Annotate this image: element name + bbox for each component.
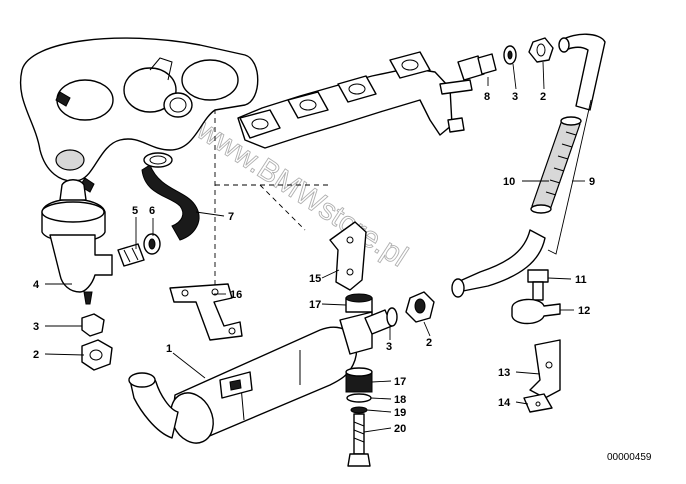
manifold-flange-4	[389, 51, 431, 79]
clamp-6	[143, 233, 161, 255]
bracket-13	[529, 339, 561, 399]
callout-9: 9	[589, 176, 595, 188]
callout-10: 10	[503, 176, 515, 188]
callout-8: 8	[484, 91, 490, 103]
exhaust-manifold	[237, 51, 473, 149]
rubber-mount-17-upper	[345, 293, 373, 313]
leader-lines	[44, 61, 592, 433]
pipe-stub-3-center	[364, 307, 398, 335]
bracket-15	[329, 221, 367, 291]
callout-14: 14	[498, 397, 511, 409]
manifold-flange-1	[239, 109, 281, 139]
callout-16: 16	[230, 289, 242, 301]
diagram-id: 00000459	[607, 452, 652, 463]
washer-18	[346, 393, 372, 403]
air-pipe-fitting-8	[457, 53, 497, 81]
clamp-12	[511, 298, 561, 325]
manifold-flange-3	[337, 75, 377, 103]
callout-4: 4	[33, 279, 40, 291]
muffler-1	[128, 311, 373, 444]
air-pipe-9	[451, 33, 606, 298]
pipe-connector-5	[117, 243, 145, 267]
callout-20: 20	[394, 423, 406, 435]
hose-7	[141, 152, 200, 241]
callout-18: 18	[394, 394, 406, 406]
bolt-11	[527, 269, 549, 301]
callout-11: 11	[575, 274, 587, 286]
callout-labels: 1 2 3 4 5 6 7 8 3 2 9 10 15 16 17 3 2 17…	[33, 91, 595, 435]
callout-12: 12	[578, 305, 590, 317]
callout-13: 13	[498, 367, 510, 379]
callout-3-center: 3	[386, 341, 392, 353]
callout-3-left: 3	[33, 321, 39, 333]
callout-17-upper: 17	[309, 299, 321, 311]
callout-15: 15	[309, 273, 321, 285]
nut-2-center	[405, 291, 435, 323]
callout-3-top: 3	[512, 91, 518, 103]
hose-10	[530, 116, 582, 214]
gasket-3-top	[503, 45, 517, 65]
bracket-16	[169, 283, 243, 341]
callout-2-center: 2	[426, 337, 432, 349]
manifold-flange-2	[287, 91, 329, 119]
check-valve-4	[41, 179, 113, 305]
clip-nut-14	[523, 393, 553, 413]
callout-5: 5	[132, 205, 138, 217]
lock-washer-19	[350, 406, 368, 414]
bolt-20	[347, 413, 371, 467]
callout-17-lower: 17	[394, 376, 406, 388]
cylinder-head	[19, 37, 259, 193]
nut-2-top	[528, 37, 554, 63]
callout-2-left: 2	[33, 349, 39, 361]
callout-2-top: 2	[540, 91, 546, 103]
callout-7: 7	[228, 211, 234, 223]
gasket-3-left	[81, 313, 105, 337]
rubber-mount-17-lower	[345, 367, 373, 393]
callout-1: 1	[166, 343, 172, 355]
callout-6: 6	[149, 205, 155, 217]
callout-19: 19	[394, 407, 406, 419]
nut-2-left	[81, 339, 113, 371]
